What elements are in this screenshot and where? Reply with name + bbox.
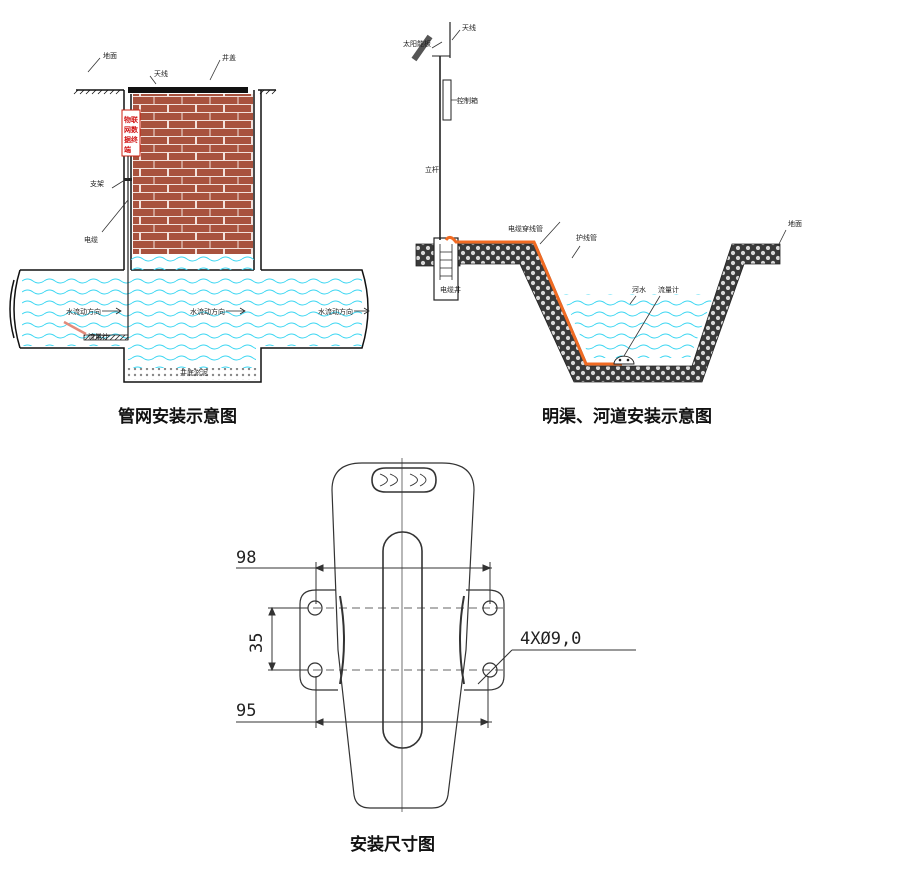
dimension-height <box>268 606 308 672</box>
label-flowmeter: 流量计 <box>658 285 679 294</box>
svg-text:水流动方向: 水流动方向 <box>190 307 225 316</box>
device-label-1: 物联 <box>124 115 139 124</box>
label-antenna: 天线 <box>154 69 168 78</box>
dimension-width-bottom <box>236 676 492 728</box>
control-box <box>442 79 452 121</box>
mounting-dimension-drawing <box>236 458 636 812</box>
flow-arrow-3: 水流动方向 <box>318 307 370 316</box>
label-pole: 立杆 <box>425 165 439 174</box>
right-mount-ear <box>464 589 505 691</box>
water-pipe <box>9 254 369 383</box>
dim-height: 35 <box>247 633 267 653</box>
label-protective-tube: 护线管 <box>576 233 597 242</box>
label-ground: 地面 <box>103 51 117 60</box>
label-cover: 井盖 <box>222 53 236 62</box>
center-slot <box>382 531 423 749</box>
manhole-cover <box>128 87 248 93</box>
device-label-4: 端 <box>124 145 131 154</box>
dim-holes: 4XØ9,0 <box>520 629 581 649</box>
label-well-bottom: 井底淤泥 <box>180 368 208 377</box>
device-label-3: 据终 <box>124 135 139 144</box>
flow-arrow-1: 水流动方向 <box>66 307 122 316</box>
flow-sensor <box>83 334 129 341</box>
dim-width-top: 98 <box>236 548 256 568</box>
solar-panel <box>411 34 433 62</box>
well-bottom-sludge <box>126 368 258 380</box>
bracket <box>124 178 132 181</box>
device-label-2: 网数 <box>124 125 139 134</box>
pipe-installation-diagram: 物联 网数 据终 端 地面 天线 井盖 支架 电缆 水流动方向 水流动方向 水流… <box>9 51 370 383</box>
caption-channel: 明渠、河道安装示意图 <box>542 406 712 427</box>
label-sensor: 流量计 <box>88 332 109 341</box>
well-brick-wall <box>133 94 253 254</box>
caption-pipe: 管网安装示意图 <box>118 406 237 427</box>
cable-pit: 电缆井 <box>433 237 461 301</box>
label-bracket: 支架 <box>90 179 104 188</box>
label-control-box: 控制箱 <box>457 96 478 105</box>
label-solar: 太阳能板 <box>403 39 431 48</box>
label-cable-conduit: 电缆穿线管 <box>508 224 543 233</box>
caption-size: 安装尺寸图 <box>350 834 435 855</box>
sensor-window <box>371 467 437 493</box>
device-body-outline <box>331 462 475 809</box>
svg-text:水流动方向: 水流动方向 <box>66 307 101 316</box>
svg-text:水流动方向: 水流动方向 <box>318 307 353 316</box>
label-water: 河水 <box>632 285 646 294</box>
label-cable: 电缆 <box>84 235 98 244</box>
dimension-width-top <box>236 562 492 604</box>
cable-conduit <box>444 235 622 366</box>
channel-installation-diagram: 电缆井 太阳能板 天线 控制箱 立杆 电缆穿线管 护线管 地面 河水 流量计 <box>403 22 802 383</box>
label-antenna-2: 天线 <box>462 23 476 32</box>
flowmeter-device <box>613 355 635 365</box>
iot-terminal: 物联 网数 据终 端 <box>121 109 141 157</box>
river-water <box>562 294 714 358</box>
flow-arrow-2: 水流动方向 <box>190 307 246 316</box>
dimension-holes-leader <box>477 649 636 685</box>
left-mount-ear <box>299 589 338 691</box>
dim-width-bottom: 95 <box>236 701 256 721</box>
label-pit: 电缆井 <box>440 285 461 294</box>
label-ground-2: 地面 <box>788 219 802 228</box>
